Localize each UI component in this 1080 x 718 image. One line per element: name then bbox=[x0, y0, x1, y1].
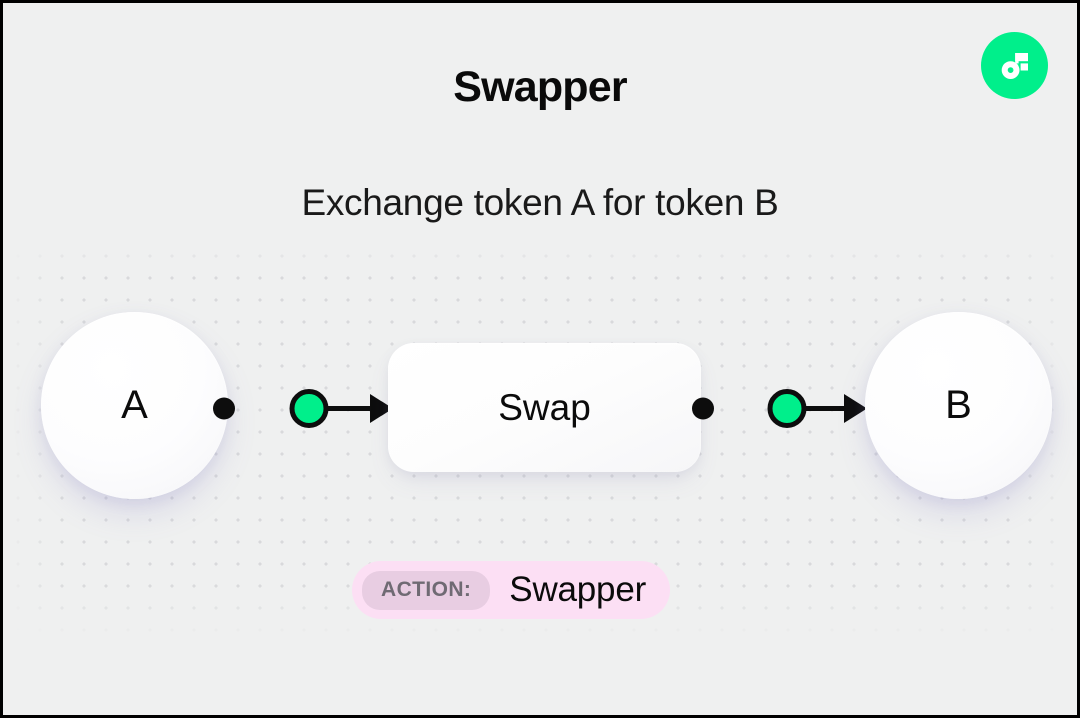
node-token-a-label: A bbox=[121, 383, 148, 427]
arrowhead-icon bbox=[370, 394, 393, 423]
node-token-a[interactable]: A bbox=[41, 312, 228, 499]
edge-midpoint-node[interactable] bbox=[767, 389, 807, 428]
edge-start-dot bbox=[213, 397, 235, 420]
connector-swap-to-token-b bbox=[687, 386, 867, 431]
connector-token-a-to-swap bbox=[208, 386, 393, 431]
arrowhead-icon bbox=[844, 394, 867, 423]
app-canvas: Swapper Exchange token A for token B A S… bbox=[3, 3, 1077, 715]
action-badge: ACTION: Swapper bbox=[352, 561, 671, 619]
node-token-b[interactable]: B bbox=[865, 312, 1052, 499]
page-subtitle: Exchange token A for token B bbox=[301, 182, 779, 223]
edge-midpoint-node[interactable] bbox=[289, 389, 329, 428]
action-badge-label: ACTION: bbox=[362, 570, 491, 610]
node-swap[interactable]: Swap bbox=[388, 343, 701, 472]
edge-start-dot bbox=[692, 397, 714, 420]
node-token-b-label: B bbox=[945, 383, 972, 427]
action-badge-value: Swapper bbox=[509, 570, 647, 609]
flow-logo-badge[interactable] bbox=[981, 32, 1048, 99]
page-title: Swapper bbox=[453, 63, 627, 111]
node-swap-label: Swap bbox=[498, 386, 591, 428]
flow-logo-icon bbox=[1001, 52, 1028, 79]
